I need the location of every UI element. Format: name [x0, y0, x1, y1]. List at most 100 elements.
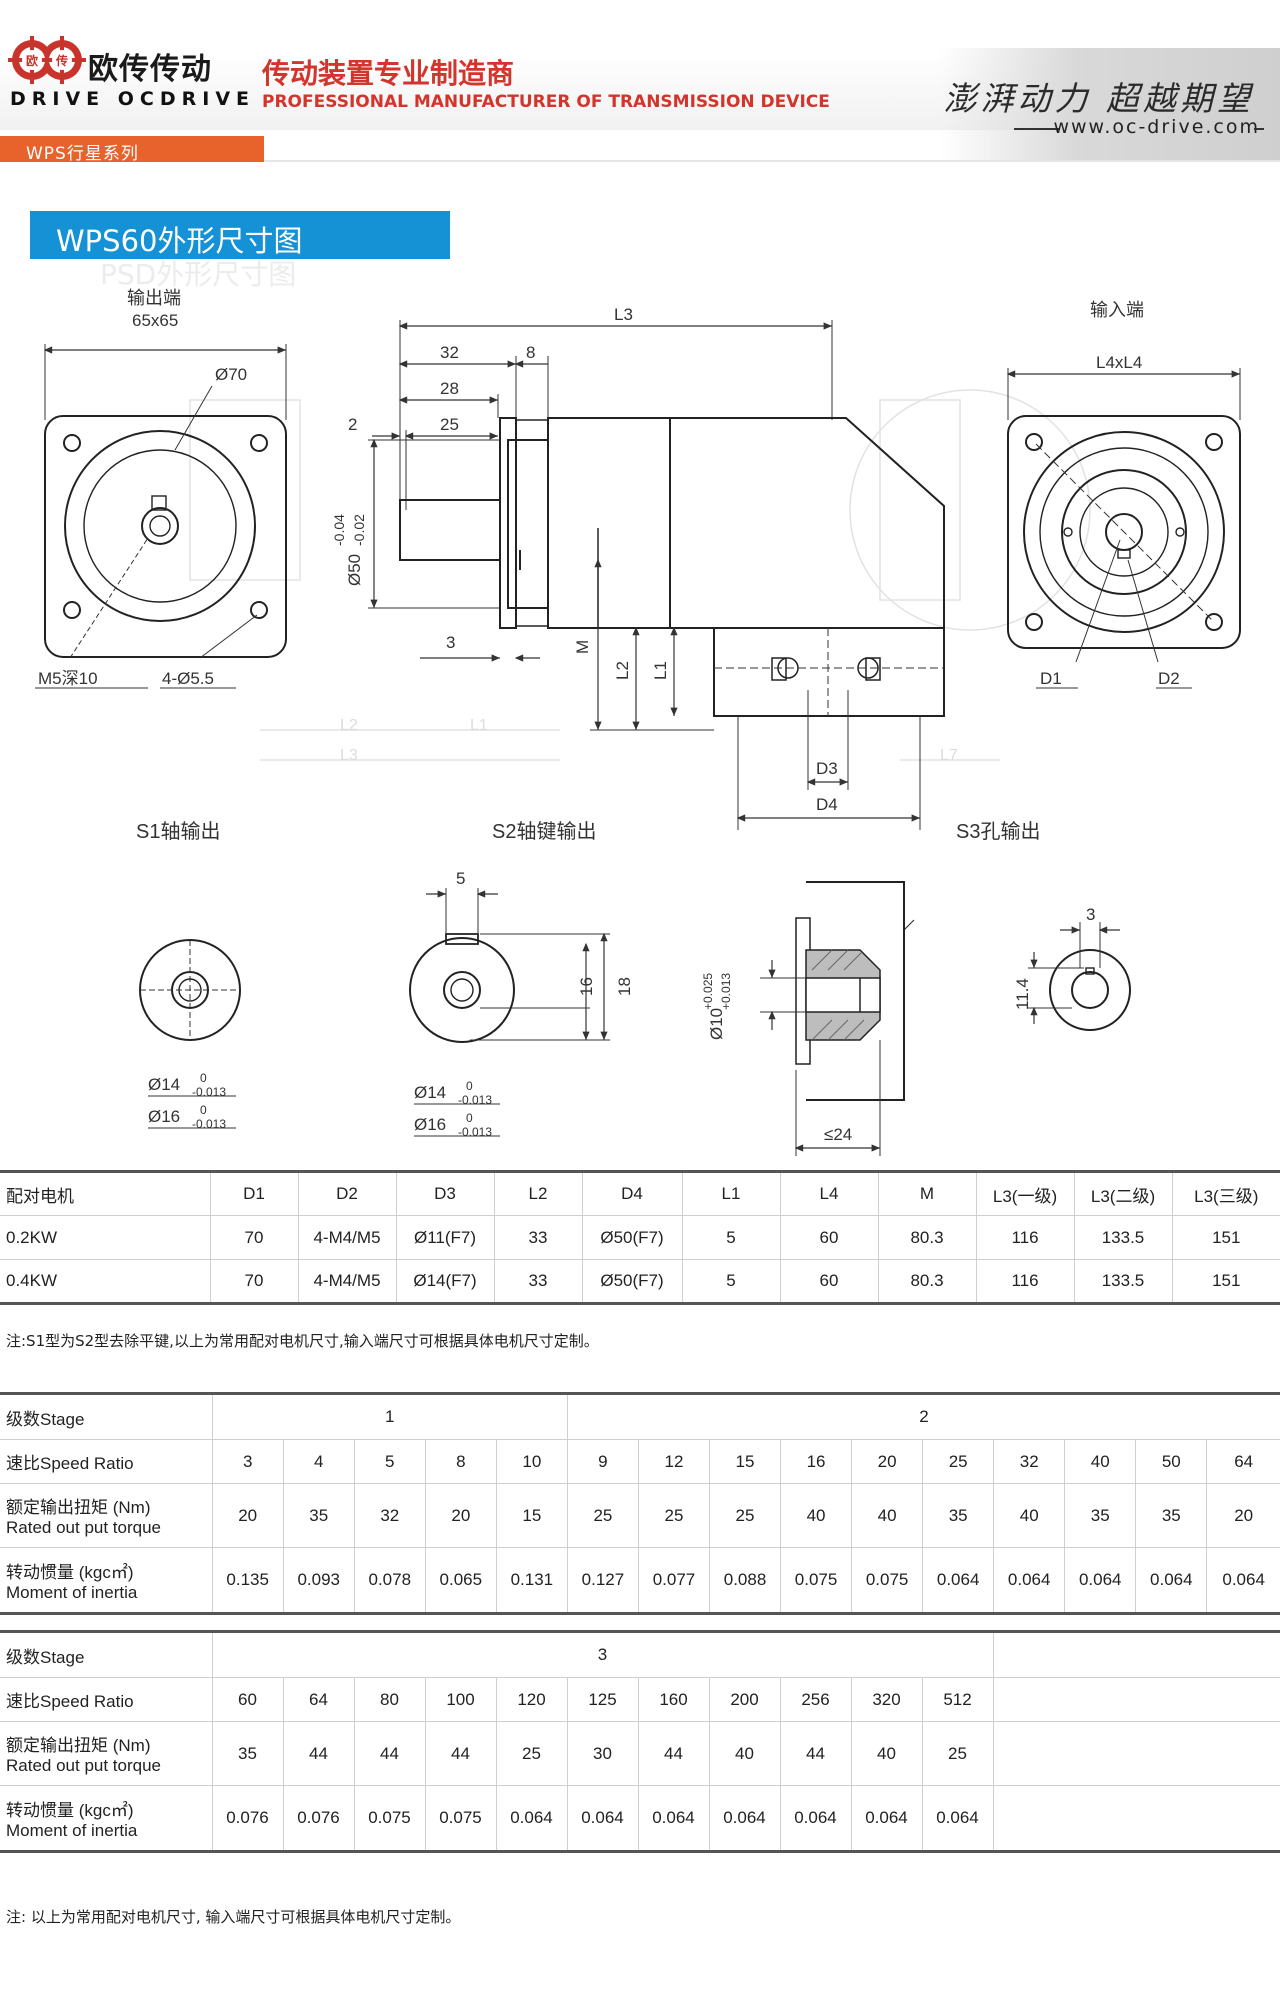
inertia-label-cn: 转动惯量 (kgc㎡) — [6, 1562, 134, 1582]
inertia-cell: 0.064 — [1064, 1547, 1137, 1615]
table-cell: 33 — [494, 1215, 583, 1260]
torque-label: 额定输出扭矩 (Nm)Rated out put torque — [0, 1721, 213, 1786]
inertia-label: 转动惯量 (kgc㎡)Moment of inertia — [0, 1547, 213, 1615]
dim-28: 28 — [440, 379, 459, 398]
d1-dim: D1 — [1040, 669, 1062, 688]
inertia-row: 转动惯量 (kgc㎡)Moment of inertia 0.135 0.093… — [0, 1547, 1280, 1615]
inertia-cell: 0.088 — [709, 1547, 782, 1615]
s3-bore-view: Ø10 +0.025 +0.013 ≤24 3 11.4 — [701, 881, 1131, 1156]
inertia-cell: 0.064 — [780, 1785, 852, 1853]
s2-h18: 18 — [615, 977, 634, 996]
stage-row: 级数Stage 1 2 — [0, 1393, 1280, 1440]
title-watermark: PSD外形尺寸图 — [100, 258, 297, 291]
header-cell: L3(三级) — [1172, 1171, 1280, 1216]
dim-3: 3 — [446, 633, 455, 652]
header-rule — [264, 160, 1280, 162]
torque-row: 额定输出扭矩 (Nm)Rated out put torque 35 44 44… — [0, 1721, 1280, 1786]
ratio-cell: 12 — [638, 1439, 710, 1484]
series-tab[interactable]: WPS行星系列 — [0, 136, 264, 164]
output-end-size: 65x65 — [132, 311, 178, 330]
inertia-cell: 0.064 — [638, 1785, 710, 1853]
table-cell: 60 — [780, 1259, 879, 1305]
header-cell: D3 — [396, 1171, 495, 1216]
header-cell: L4 — [780, 1171, 879, 1216]
s2-dia14-tol-bottom: -0.013 — [458, 1093, 492, 1107]
stage-3-cell: 3 — [212, 1631, 994, 1678]
header-cell: M — [878, 1171, 977, 1216]
shaft-tol-bottom: -0.02 — [351, 514, 367, 546]
ratio-row: 速比Speed Ratio 60 64 80 100 120 125 160 2… — [0, 1677, 1280, 1722]
torque-cell: 35 — [1064, 1483, 1137, 1548]
website-link[interactable]: www.oc-drive.com — [1053, 116, 1260, 138]
table-cell: 70 — [210, 1215, 299, 1260]
torque-cell: 35 — [283, 1483, 355, 1548]
table-cell: Ø11(F7) — [396, 1215, 495, 1260]
ratio-row: 速比Speed Ratio 3 4 5 8 10 9 12 15 16 20 2… — [0, 1439, 1280, 1484]
inertia-cell: 0.131 — [496, 1547, 568, 1615]
torque-cell: 44 — [425, 1721, 497, 1786]
stage-label: 级数Stage — [0, 1631, 213, 1678]
inertia-cell: 0.075 — [354, 1785, 426, 1853]
s1-shaft-view: Ø14 0 -0.013 Ø16 0 -0.013 — [139, 939, 241, 1131]
ghost-l3: L3 — [340, 747, 358, 764]
website-divider-right — [1254, 128, 1264, 130]
dim-25: 25 — [440, 415, 459, 434]
stage-label: 级数Stage — [0, 1393, 213, 1440]
inertia-cell: 0.075 — [425, 1785, 497, 1853]
s3-key: 3 — [1086, 905, 1095, 924]
torque-cell: 40 — [851, 1483, 924, 1548]
table-cell: 133.5 — [1074, 1259, 1173, 1305]
header-cell: L2 — [494, 1171, 583, 1216]
inertia-cell: 0.127 — [567, 1547, 639, 1615]
torque-cell: 30 — [567, 1721, 639, 1786]
ghost-l2: L2 — [340, 717, 358, 734]
table-cell: 0.4KW — [0, 1259, 211, 1305]
inertia-cell: 0.064 — [496, 1785, 568, 1853]
dimension-drawing: L2 L1 L3 L7 输出端 65x65 Ø70 M5深10 4-Ø5.5 L… — [0, 270, 1280, 1170]
s1-dia14-tol-top: 0 — [200, 1071, 207, 1085]
header-cell: D4 — [582, 1171, 683, 1216]
s1-dia16-tol-top: 0 — [200, 1103, 207, 1117]
page-header: 欧 传 欧传传动 DRIVE OCDRIVE 传动装置专业制造商 PROFESS… — [0, 0, 1280, 165]
inertia-cell: 0.077 — [638, 1547, 710, 1615]
slogan-en: PROFESSIONAL MANUFACTURER OF TRANSMISSIO… — [262, 92, 830, 112]
ratio-cell: 60 — [212, 1677, 284, 1722]
gear-logo-icon: 欧 传 — [8, 36, 86, 84]
s2-key-width: 5 — [456, 869, 465, 888]
brand-name-en: DRIVE OCDRIVE — [10, 88, 256, 110]
s3-bore-tol-bottom: +0.013 — [719, 973, 733, 1010]
ratio-cell: 200 — [709, 1677, 781, 1722]
table-cell: 116 — [976, 1259, 1075, 1305]
blank-cell — [993, 1677, 1280, 1722]
side-view: L3 32 8 28 25 2 — [331, 305, 945, 830]
stage-2-cell: 2 — [567, 1393, 1280, 1440]
ratio-cell: 9 — [567, 1439, 639, 1484]
table-cell: 80.3 — [878, 1215, 977, 1260]
company-motto: 澎湃动力 超越期望 — [943, 79, 1254, 118]
ratio-cell: 256 — [780, 1677, 852, 1722]
torque-cell: 25 — [496, 1721, 568, 1786]
ratio-cell: 40 — [1064, 1439, 1137, 1484]
torque-label-cn: 额定输出扭矩 (Nm) — [6, 1498, 151, 1517]
s3-height: 11.4 — [1013, 978, 1032, 1010]
torque-cell: 40 — [851, 1721, 923, 1786]
table-cell: 151 — [1172, 1259, 1280, 1305]
header-cell: L1 — [682, 1171, 781, 1216]
ratio-cell: 16 — [780, 1439, 853, 1484]
ratio-cell: 100 — [425, 1677, 497, 1722]
d2-dim: D2 — [1158, 669, 1180, 688]
torque-cell: 20 — [1206, 1483, 1280, 1548]
table-row: 0.2KW 70 4-M4/M5 Ø11(F7) 33 Ø50(F7) 5 60… — [0, 1215, 1280, 1260]
torque-cell: 25 — [638, 1483, 710, 1548]
table-cell: 4-M4/M5 — [298, 1259, 397, 1305]
ratio-cell: 64 — [283, 1677, 355, 1722]
inertia-label-en: Moment of inertia — [6, 1582, 138, 1602]
ratio-cell: 3 — [212, 1439, 284, 1484]
s2-dia14-tol-top: 0 — [466, 1079, 473, 1093]
s3-title: S3孔输出 — [956, 820, 1040, 843]
torque-cell: 40 — [993, 1483, 1066, 1548]
torque-cell: 40 — [709, 1721, 781, 1786]
d3-dim: D3 — [816, 759, 838, 778]
torque-cell: 44 — [283, 1721, 355, 1786]
s1-dia16: Ø16 — [148, 1107, 180, 1126]
